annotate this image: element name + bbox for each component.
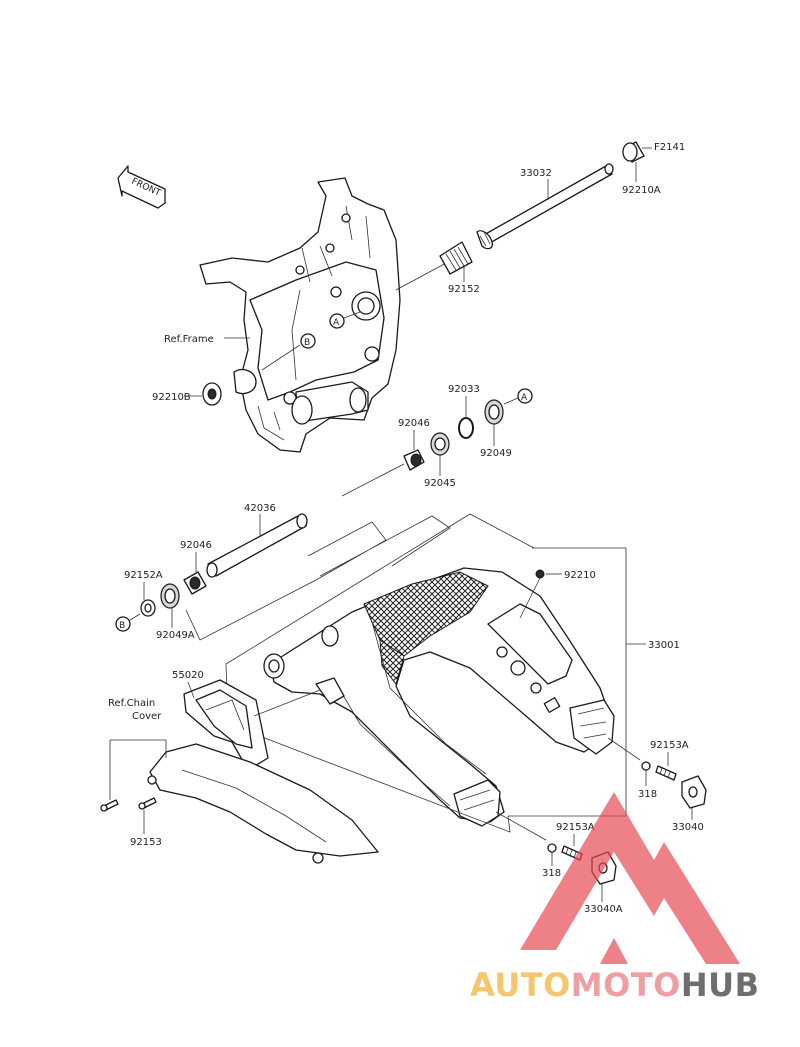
part-92152-label: 92152 (448, 284, 480, 295)
front-direction-arrow: FRONT (117, 165, 166, 209)
automotohub-watermark: AUTOMOTOHUB (470, 792, 760, 1004)
chain-cover-ref (147, 743, 379, 864)
ref-frame-label: Ref.Frame (164, 334, 214, 345)
watermark-moto: MOTO (571, 966, 681, 1004)
part-33040a-label: 33040A (584, 904, 623, 915)
part-42036-label: 42036 (244, 503, 276, 514)
callout-a-label-2: A (521, 393, 528, 403)
part-92049-label: 92049 (480, 448, 512, 459)
part-92046-top-label: 92046 (398, 418, 430, 429)
part-33001-label: 33001 (648, 640, 680, 651)
part-92210b-label: 92210B (152, 392, 191, 403)
washer-92152a (140, 599, 156, 617)
part-92045-label: 92045 (424, 478, 456, 489)
frame-section (199, 177, 401, 453)
part-92210-label: 92210 (564, 570, 596, 581)
part-92153a-right-label: 92153A (650, 740, 689, 751)
ref-chain-cover-label-2: Cover (132, 711, 162, 722)
screw-92153-a (100, 799, 119, 812)
part-318-right-label: 318 (638, 789, 657, 800)
part-92210a-label: 92210A (622, 185, 661, 196)
callout-b-label-2: B (119, 621, 125, 631)
callout-a-frame: A (329, 313, 345, 329)
callout-a-label: A (333, 318, 340, 328)
bolt-92153a-right (655, 765, 677, 781)
sleeve-42036 (206, 513, 308, 578)
screw-92153-b (138, 797, 157, 810)
part-92033-label: 92033 (448, 384, 480, 395)
part-318-bottom-label: 318 (542, 868, 561, 879)
part-f2141-label: F2141 (654, 142, 685, 153)
watermark-logo-icon (520, 792, 740, 964)
nut-92210 (535, 569, 545, 579)
watermark-hub: HUB (681, 966, 760, 1004)
part-92153-label: 92153 (130, 837, 162, 848)
nut-318-right (641, 761, 651, 771)
swingarm-33001 (263, 567, 615, 827)
part-92046-left-label: 92046 (180, 540, 212, 551)
nut-318-bottom (547, 843, 557, 853)
callout-b-frame: B (300, 333, 316, 349)
collar-92152 (439, 241, 473, 275)
part-92152a-label: 92152A (124, 570, 163, 581)
needle-bearing-92046-top (403, 449, 425, 471)
callout-b-label: B (304, 338, 310, 348)
pivot-shaft-33032 (476, 163, 614, 250)
svg-text:AUTOMOTOHUB: AUTOMOTOHUB (470, 966, 760, 1004)
nut-92210a (622, 141, 645, 163)
ref-chain-cover-label-1: Ref.Chain (108, 698, 155, 709)
seal-92049a (160, 583, 180, 609)
circlip-92033 (458, 417, 474, 439)
seal-92049 (484, 399, 504, 425)
part-33032-label: 33032 (520, 168, 552, 179)
chain-guide-55020 (183, 679, 269, 771)
adjuster-block-33040 (681, 775, 707, 809)
part-55020-label: 55020 (172, 670, 204, 681)
nut-92210b (202, 382, 222, 406)
watermark-auto: AUTO (470, 966, 571, 1004)
part-33040-label: 33040 (672, 822, 704, 833)
bearing-92045 (430, 432, 450, 456)
callout-a-seal: A (517, 388, 533, 404)
part-92153a-bottom-label: 92153A (556, 822, 595, 833)
part-92049a-label: 92049A (156, 630, 195, 641)
needle-bearing-92046-left (183, 571, 207, 595)
callout-b-washer: B (115, 616, 131, 632)
